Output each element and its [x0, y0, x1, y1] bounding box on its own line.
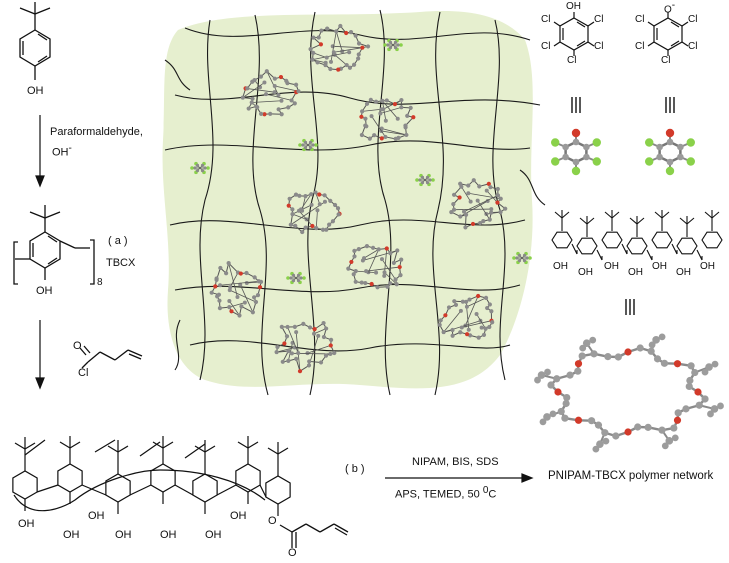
pcp-ball-model: [551, 128, 601, 176]
pcp-guest: [190, 161, 210, 175]
calixarene-line-structure: [551, 210, 723, 261]
tbcx-molecules-in-network: [190, 23, 532, 374]
label-step-a: ( a ): [108, 235, 128, 247]
label-subscript-8: 8: [97, 277, 103, 288]
pentachlorophenol-structure: [553, 12, 595, 56]
label-calix-oh-1: OH: [63, 529, 80, 541]
tbcx-cluster: [346, 244, 404, 290]
label-pcpo-o: O-: [664, 0, 676, 16]
label-conditions-2: APS, TEMED, 50 0C: [395, 485, 497, 501]
tbcx-cluster: [286, 190, 342, 235]
pcp-guest: [383, 38, 403, 52]
label-rcalix-oh-7: OH: [700, 261, 715, 272]
label-rcalix-oh-1: OH: [553, 261, 568, 272]
label-calix-oh-6: OH: [230, 510, 247, 522]
pentenoyl-chloride-structure: [79, 345, 143, 369]
label-pcpo-cl-1: Cl: [688, 14, 698, 25]
label-calix-oh-2: OH: [88, 510, 105, 522]
tbcx-cluster: [308, 23, 371, 72]
label-rcalix-oh-3: OH: [604, 261, 619, 272]
label-calix-oh-5: OH: [205, 529, 222, 541]
label-pcp-cl-1: Cl: [594, 14, 604, 25]
label-rcalix-oh-6: OH: [676, 267, 691, 278]
tbcx-repeat-unit: [13, 205, 95, 285]
pentachlorophenol-ball-models: [551, 128, 695, 176]
pcp-guest: [298, 138, 318, 152]
label-pcpo-cl-2: Cl: [688, 41, 698, 52]
label-acyl-o: O: [73, 340, 82, 352]
tbcx-cluster: [437, 293, 495, 340]
pcpo-ball-model: [645, 128, 695, 176]
tbcx-cluster: [209, 261, 264, 318]
tert-butylphenol-structure: [19, 2, 51, 80]
label-pcpo-cl-4: Cl: [635, 41, 645, 52]
tbcx-cluster: [449, 178, 508, 230]
label-conditions-1: NIPAM, BIS, SDS: [412, 456, 499, 468]
tbcx-cluster: [240, 69, 301, 117]
label-rcalix-oh-4: OH: [628, 267, 643, 278]
pcp-guest: [286, 271, 306, 285]
tbcx-cluster: [359, 97, 416, 141]
label-acyl-cl: Cl: [78, 367, 89, 379]
label-ester-o: O: [268, 515, 277, 527]
label-oh-phenol: OH: [27, 85, 44, 97]
label-pcpo-cl-3: Cl: [661, 55, 671, 66]
pentachlorophenolate-structure: [647, 12, 689, 56]
label-pcp-cl-5: Cl: [541, 14, 551, 25]
reaction-arrows: [35, 115, 534, 483]
label-step-b: ( b ): [345, 463, 365, 475]
ester-tail: [279, 523, 349, 548]
label-rcalix-oh-5: OH: [652, 261, 667, 272]
label-pcp-oh: OH: [566, 1, 581, 12]
label-calix-oh-3: OH: [115, 529, 132, 541]
pcp-guest: [512, 251, 532, 265]
tbcx-ball-model: [534, 333, 724, 453]
label-pcp-cl-4: Cl: [541, 41, 551, 52]
label-reagent-hydroxide: OH-: [52, 143, 72, 159]
label-oh-tbcx: OH: [36, 285, 53, 297]
label-pcp-cl-2: Cl: [594, 41, 604, 52]
label-tbcx: TBCX: [106, 257, 136, 269]
label-pcp-cl-3: Cl: [567, 55, 577, 66]
label-reagent-paraformaldehyde: Paraformaldehyde,: [50, 126, 143, 138]
modified-calixarene-structure: [12, 436, 291, 516]
label-calix-oh-4: OH: [160, 529, 177, 541]
tbcx-cluster: [274, 321, 337, 374]
label-pcpo-cl-5: Cl: [635, 14, 645, 25]
label-calix-oh-side: OH: [18, 518, 35, 530]
label-ester-carbonyl-o: O: [288, 547, 297, 559]
label-rcalix-oh-2: OH: [578, 267, 593, 278]
pcp-guest: [415, 173, 435, 187]
equivalence-marks: [571, 97, 675, 315]
label-product-title: PNIPAM-TBCX polymer network: [548, 470, 714, 482]
